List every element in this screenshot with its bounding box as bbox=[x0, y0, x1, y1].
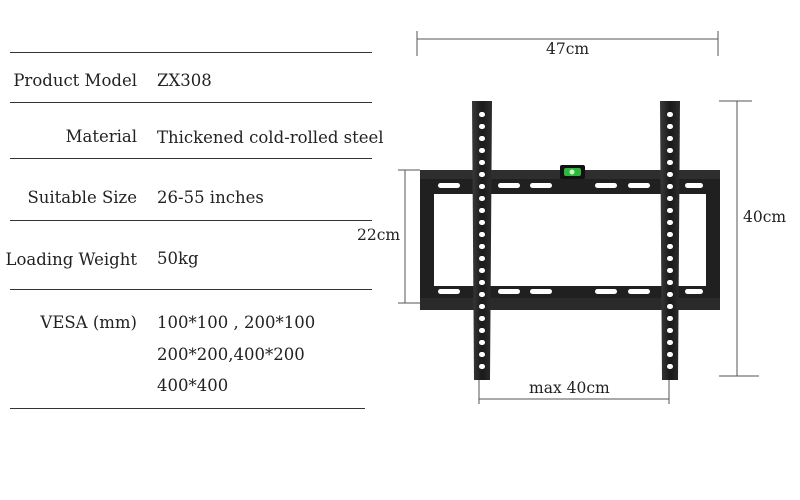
mounting-hole bbox=[667, 280, 673, 285]
total-height-dimension-label: 40cm bbox=[743, 208, 787, 226]
mounting-hole bbox=[667, 124, 673, 129]
mounting-hole bbox=[479, 352, 485, 357]
mounting-hole bbox=[479, 364, 485, 369]
width-dimension-label: 47cm bbox=[546, 40, 590, 58]
spec-label-product-model: Product Model bbox=[13, 71, 137, 90]
mounting-hole bbox=[479, 280, 485, 285]
tv-wall-mount-bracket-icon bbox=[398, 31, 759, 404]
bracket-diagram: 47cm 22cm 40cm max 40cm bbox=[340, 0, 800, 500]
spec-value-vesa-line-1: 100*100 , 200*100 bbox=[157, 313, 316, 332]
mounting-hole bbox=[667, 340, 673, 345]
spec-value-vesa-line-3: 400*400 bbox=[157, 376, 229, 395]
spec-value-loading-weight: 50kg bbox=[157, 249, 199, 268]
mounting-hole bbox=[479, 328, 485, 333]
left-rail bbox=[472, 101, 492, 380]
mounting-hole bbox=[667, 148, 673, 153]
bubble-level-icon bbox=[560, 165, 585, 179]
mounting-hole bbox=[667, 352, 673, 357]
mounting-hole bbox=[479, 160, 485, 165]
mounting-hole bbox=[667, 316, 673, 321]
mounting-hole bbox=[479, 172, 485, 177]
right-rail bbox=[660, 101, 680, 380]
mounting-hole bbox=[479, 196, 485, 201]
mounting-hole bbox=[479, 136, 485, 141]
table-divider bbox=[10, 408, 365, 409]
mounting-hole bbox=[479, 232, 485, 237]
mounting-hole bbox=[667, 196, 673, 201]
mounting-hole bbox=[667, 208, 673, 213]
spec-value-material: Thickened cold-rolled steel bbox=[157, 128, 384, 147]
mounting-hole bbox=[479, 256, 485, 261]
spec-value-vesa-line-2: 200*200,400*200 bbox=[157, 345, 305, 364]
spec-label-loading-weight: Loading Weight bbox=[5, 250, 137, 269]
mounting-hole bbox=[667, 220, 673, 225]
spec-label-vesa: VESA (mm) bbox=[40, 313, 137, 332]
table-divider bbox=[10, 158, 372, 159]
spec-table: Product Model ZX308 Material Thickened c… bbox=[0, 0, 384, 420]
mounting-hole bbox=[667, 232, 673, 237]
mounting-hole bbox=[479, 292, 485, 297]
rail-spacing-dimension-label: max 40cm bbox=[529, 379, 610, 397]
mounting-hole bbox=[479, 112, 485, 117]
spec-value-product-model: ZX308 bbox=[157, 71, 212, 90]
mounting-hole bbox=[479, 316, 485, 321]
mounting-hole bbox=[479, 244, 485, 249]
mounting-hole bbox=[479, 124, 485, 129]
mounting-hole bbox=[479, 268, 485, 273]
table-divider bbox=[10, 220, 372, 221]
mounting-hole bbox=[667, 184, 673, 189]
mounting-hole bbox=[479, 184, 485, 189]
spec-label-material: Material bbox=[65, 127, 137, 146]
frame-height-dimension-label: 22cm bbox=[357, 226, 401, 244]
mounting-hole bbox=[667, 172, 673, 177]
mounting-hole bbox=[479, 148, 485, 153]
mounting-hole bbox=[667, 112, 673, 117]
mounting-hole bbox=[667, 292, 673, 297]
spec-label-suitable-size: Suitable Size bbox=[27, 188, 137, 207]
mounting-hole bbox=[479, 304, 485, 309]
mounting-hole bbox=[667, 244, 673, 249]
mounting-hole bbox=[479, 340, 485, 345]
mounting-hole bbox=[479, 208, 485, 213]
mounting-hole bbox=[667, 328, 673, 333]
mounting-hole bbox=[667, 364, 673, 369]
table-divider bbox=[10, 52, 372, 53]
table-divider bbox=[10, 289, 372, 290]
mounting-hole bbox=[479, 220, 485, 225]
mounting-hole bbox=[667, 304, 673, 309]
dimension-lines bbox=[398, 31, 759, 404]
spec-value-suitable-size: 26-55 inches bbox=[157, 188, 264, 207]
mounting-hole bbox=[667, 268, 673, 273]
mounting-hole bbox=[667, 136, 673, 141]
mounting-hole bbox=[667, 160, 673, 165]
mounting-hole bbox=[667, 256, 673, 261]
table-divider bbox=[10, 102, 372, 103]
